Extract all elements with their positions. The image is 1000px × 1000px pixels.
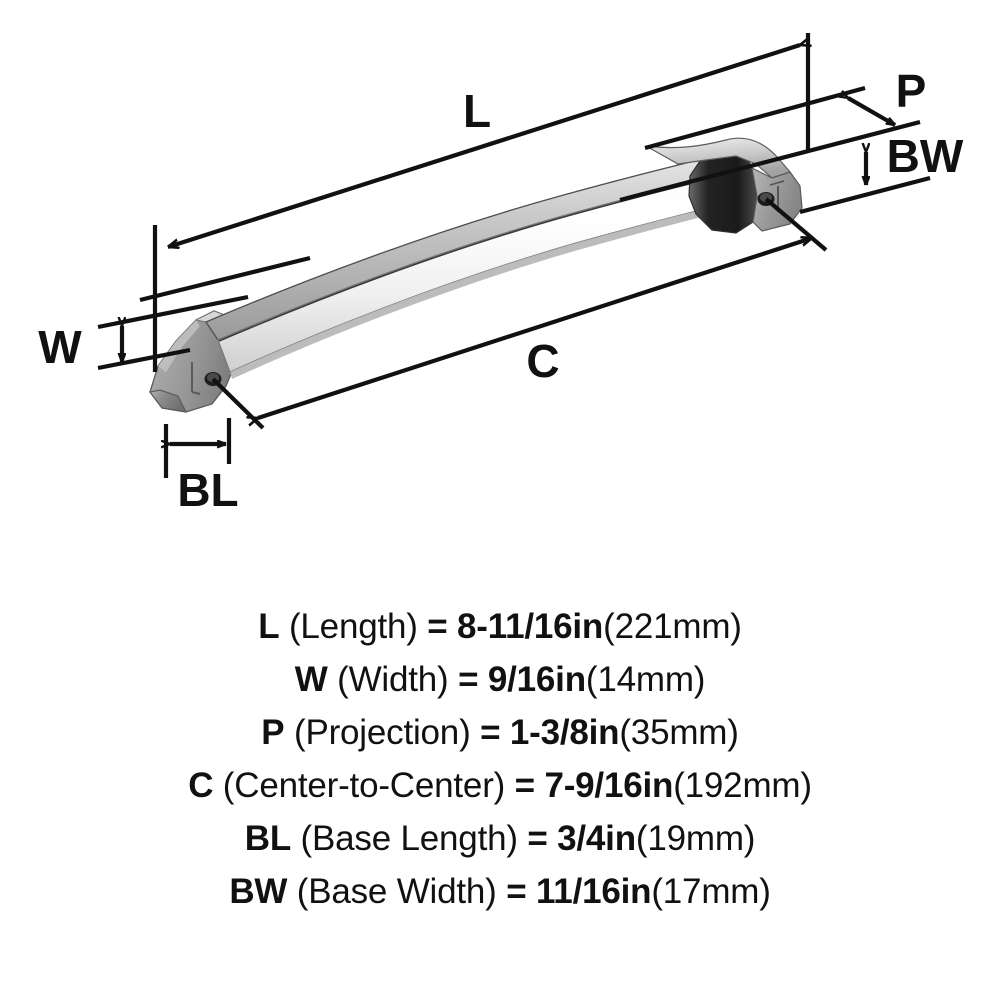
label-C: C [526,335,559,387]
dimension-legend: L (Length) = 8-11/16in(221mm) W (Width) … [0,600,1000,970]
legend-metric-BL: (19mm) [635,819,756,858]
legend-eq-L: = [427,607,448,646]
label-BL: BL [177,464,238,516]
legend-name-BW: (Base Width) [296,872,497,911]
legend-symbol-BL: BL [244,819,292,858]
label-P: P [896,65,927,117]
extension-line-W-bottom [97,347,191,371]
legend-metric-P: (35mm) [619,713,739,752]
label-BW: BW [887,130,964,182]
legend-symbol-BW: BW [229,872,288,911]
extension-line-mid-right [619,119,921,203]
legend-row-L: L (Length) = 8-11/16in(221mm) [258,600,742,653]
legend-row-W: W (Width) = 9/16in(14mm) [294,653,706,706]
leader-line-C-left [211,377,265,430]
legend-name-BL: (Base Length) [300,819,518,858]
legend-name-L: (Length) [288,607,418,646]
dimension-line-C [258,238,812,418]
legend-metric-C: (192mm) [673,766,812,805]
legend-value-L: 8-11/16in [457,607,604,646]
callout-labels: L W P C BL BW [38,65,964,516]
legend-row-C: C (Center-to-Center) = 7-9/16in(192mm) [188,759,812,812]
legend-symbol-W: W [294,660,328,699]
legend-row-BL: BL (Base Length) = 3/4in(19mm) [245,812,756,865]
leader-line-C-right [764,197,828,252]
legend-value-BW: 11/16in [535,872,652,911]
extension-line-bar-top-right [644,85,866,151]
label-W: W [38,321,82,373]
legend-eq-BW: = [506,872,527,911]
dimension-line-P [848,98,897,127]
dimension-line-L [168,45,800,247]
legend-value-W: 9/16in [487,660,586,699]
legend-name-P: (Projection) [293,713,471,752]
dimension-lines [97,33,931,478]
legend-name-W: (Width) [337,660,449,699]
legend-symbol-C: C [188,766,214,805]
handle-dimension-drawing: L W P C BL BW [38,33,964,516]
legend-metric-W: (14mm) [585,660,706,699]
extension-line-lower-right [799,175,931,215]
legend-row-BW: BW (Base Width) = 11/16in(17mm) [229,865,771,918]
legend-metric-BW: (17mm) [651,872,771,911]
diagram-area: L W P C BL BW [38,33,964,516]
legend-symbol-P: P [261,713,285,752]
legend-name-C: (Center-to-Center) [222,766,506,805]
legend-eq-P: = [480,713,501,752]
legend-eq-BL: = [527,819,548,858]
legend-metric-L: (221mm) [603,607,742,646]
legend-symbol-L: L [258,607,280,646]
legend-value-C: 7-9/16in [544,766,674,805]
legend-eq-C: = [514,766,535,805]
legend-value-P: 1-3/8in [509,713,620,752]
label-L: L [463,85,491,137]
legend-eq-W: = [458,660,479,699]
legend-row-P: P (Projection) = 1-3/8in(35mm) [261,706,739,759]
legend-value-BL: 3/4in [557,819,636,858]
